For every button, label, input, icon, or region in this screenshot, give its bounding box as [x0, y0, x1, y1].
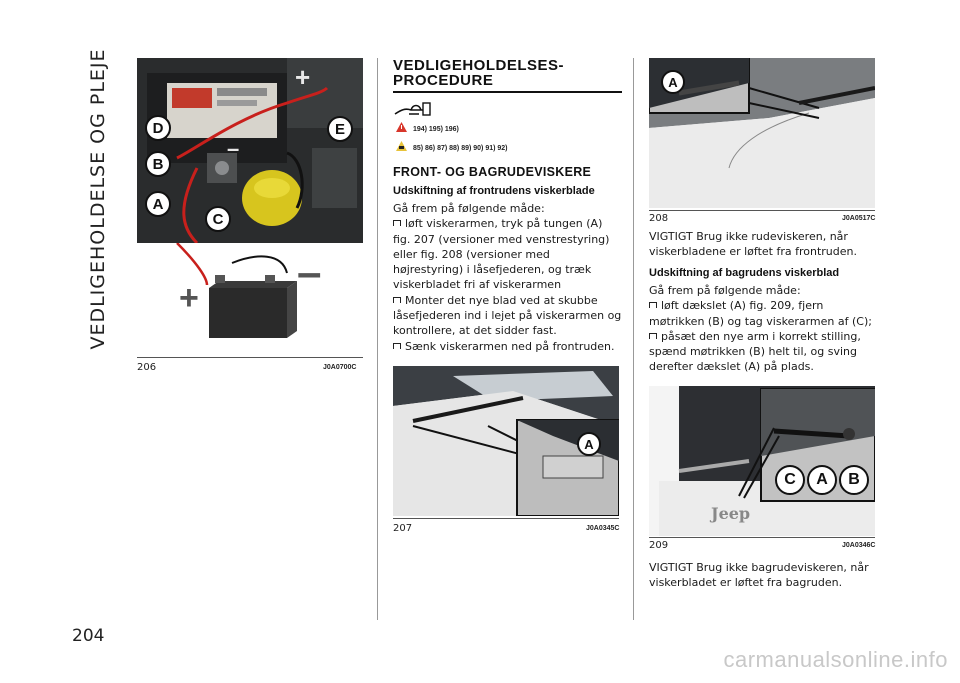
warning-row: 194) 195) 196) — [396, 122, 459, 133]
svg-text:+: + — [295, 62, 310, 92]
callout-label: B — [145, 151, 171, 177]
callout-label: C — [205, 206, 231, 232]
rear-window-illustration — [649, 386, 875, 536]
callout-label: E — [327, 116, 353, 142]
caution-row: 85) 86) 87) 88) 89) 90) 91) 92) — [396, 141, 508, 152]
windshield-illustration — [393, 366, 619, 516]
bullet-icon — [649, 302, 657, 309]
callout-label: C — [775, 465, 805, 495]
bullet-icon — [393, 296, 401, 303]
figure-208-windshield-wiper-rhd: A — [649, 58, 875, 208]
warning-triangle-icon — [396, 122, 407, 132]
section-title: VEDLIGEHOLDELSES- PROCEDURE — [393, 57, 565, 89]
caution-hand-icon — [396, 141, 407, 151]
bullet-icon — [393, 342, 401, 349]
callout-label: A — [661, 70, 685, 94]
battery-illustration — [176, 243, 297, 338]
rear-wiper-important-note: VIGTIGT Brug ikke bagrudeviskeren, når v… — [649, 561, 869, 590]
rear-wiper-instructions: Gå frem på følgende måde: løft dækslet (… — [649, 284, 872, 374]
wipers-heading: FRONT- OG BAGRUDEVISKERE — [393, 165, 592, 179]
chapter-sidebar-title: VEDLIGEHOLDELSE OG PLEJE — [87, 48, 109, 350]
figure-caption-rule — [393, 518, 619, 519]
callout-label: A — [145, 191, 171, 217]
figure-209-rear-wiper: C A B Jeep — [649, 386, 875, 536]
figure-code: J0A0517C — [842, 215, 876, 222]
figure-code: J0A0346C — [842, 542, 876, 549]
figure-code: J0A0345C — [586, 525, 620, 532]
callout-label: D — [145, 115, 171, 141]
front-wiper-heading: Udskiftning af frontrudens viskerblade — [393, 185, 595, 197]
front-wiper-instructions: Gå frem på følgende måde: løft viskerarm… — [393, 202, 622, 353]
jeep-badge: Jeep — [711, 504, 751, 523]
rear-wiper-heading: Udskiftning af bagrudens viskerblad — [649, 267, 840, 279]
bullet-icon — [393, 220, 401, 227]
column-divider — [377, 58, 378, 620]
watermark: carmanualsonline.info — [723, 647, 948, 672]
figure-number: 209 — [649, 540, 669, 551]
figure-number: 208 — [649, 213, 669, 224]
figure-206-battery: + – — [137, 243, 363, 353]
figure-code: J0A0700C — [323, 364, 357, 371]
figure-caption-rule — [649, 537, 875, 538]
callout-label: A — [807, 465, 837, 495]
battery-plus-sign: + — [179, 279, 199, 317]
figure-206-engine-bay: + – D E B A C — [137, 58, 363, 243]
bullet-icon — [649, 332, 657, 339]
figure-number: 206 — [137, 362, 157, 373]
figure-caption-rule — [137, 357, 363, 358]
front-wiper-important-note: VIGTIGT Brug ikke rudeviskeren, når visk… — [649, 230, 857, 259]
hand-symbol-icon — [393, 100, 433, 124]
figure-number: 207 — [393, 523, 413, 534]
callout-label: B — [839, 465, 869, 495]
figure-caption-rule — [649, 210, 875, 211]
callout-label: A — [577, 432, 601, 456]
svg-text:–: – — [227, 136, 239, 161]
page-number: 204 — [72, 626, 105, 646]
windshield-rhd-illustration — [649, 58, 875, 208]
engine-bay-illustration: + – — [137, 58, 363, 243]
battery-minus-sign: – — [297, 248, 322, 297]
column-divider — [633, 58, 634, 620]
figure-207-windshield-wiper: A — [393, 366, 619, 516]
section-title-rule — [393, 91, 622, 93]
